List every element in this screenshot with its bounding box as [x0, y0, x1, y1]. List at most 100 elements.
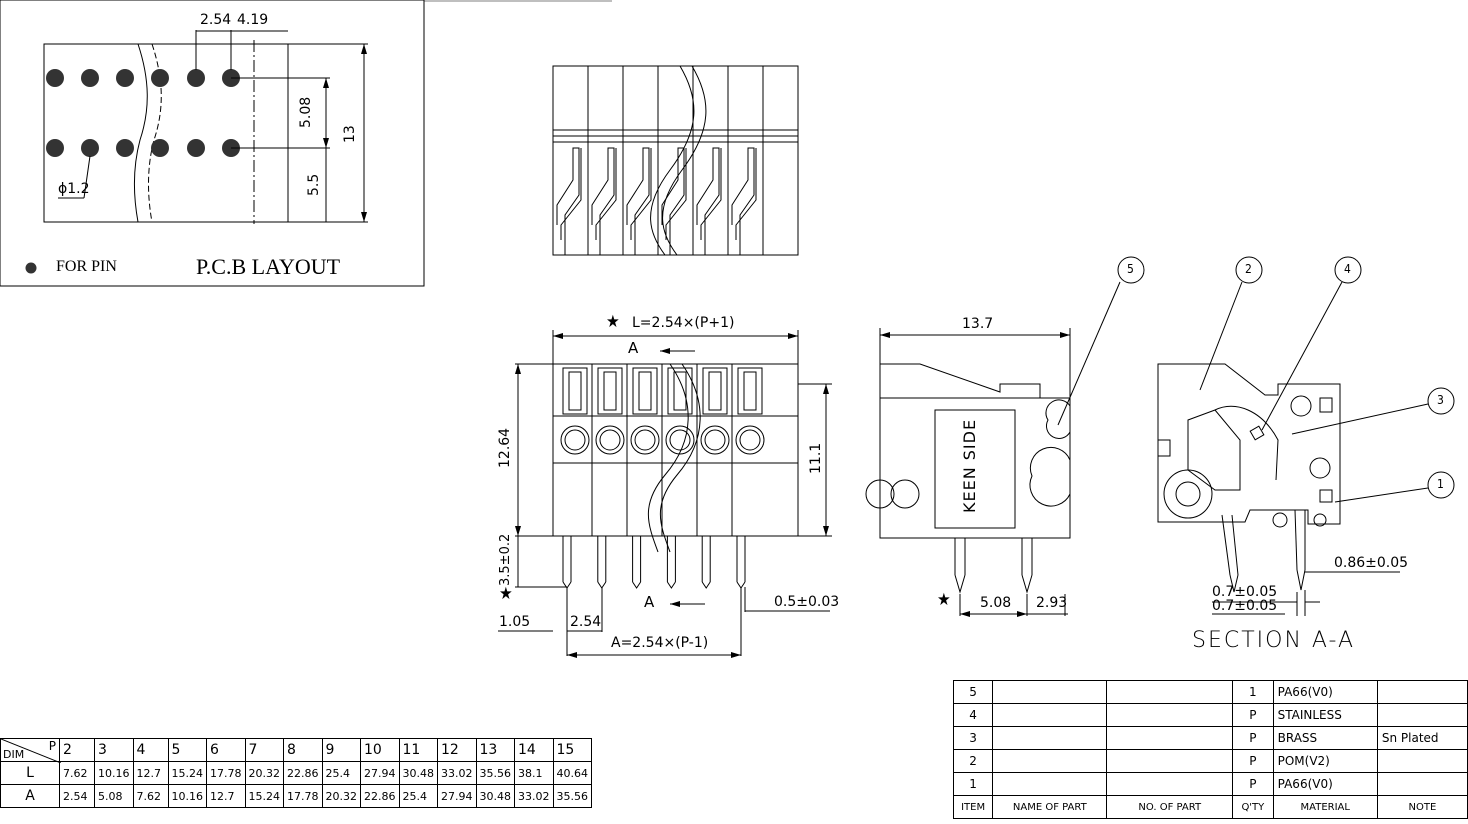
- pcb-hole: [116, 139, 134, 157]
- dimension-value: 38.1: [514, 761, 554, 785]
- pcb-layout-title: P.C.B LAYOUT: [196, 254, 341, 279]
- bom-material: POM(V2): [1272, 749, 1378, 773]
- bom-no: [1106, 703, 1234, 727]
- bom-material: PA66(V0): [1272, 680, 1378, 704]
- bom-header-note: NOTE: [1376, 795, 1468, 819]
- dim-section-b: 0.7±0.05: [1212, 598, 1278, 614]
- front-view-pin: [701, 536, 711, 589]
- top-view: [552, 65, 799, 256]
- pole-count-header: 4: [132, 738, 169, 762]
- bom-material: BRASS: [1272, 726, 1378, 750]
- dim-body-height: 11.1: [808, 442, 824, 474]
- dim-depth: 13.7: [962, 316, 994, 332]
- pcb-hole: [151, 69, 169, 87]
- dim-pcb-bottom: 5.5: [306, 173, 322, 196]
- bom-note: [1376, 772, 1468, 796]
- bom-name: [992, 680, 1108, 704]
- pcb-hole: [187, 139, 205, 157]
- bom-qty: P: [1232, 749, 1274, 773]
- pcb-legend-dot: [25, 262, 37, 274]
- bom-header-material: MATERIAL: [1272, 795, 1378, 819]
- row-label: L: [0, 761, 60, 785]
- dimension-value: 27.94: [360, 761, 400, 785]
- bom-item: 2: [952, 749, 994, 773]
- section-title: SECTION A-A: [1192, 628, 1355, 653]
- bom-material: STAINLESS: [1272, 703, 1378, 727]
- corner-cell: P DIM: [0, 738, 61, 763]
- bom-qty: P: [1232, 703, 1274, 727]
- bom-name: [992, 749, 1108, 773]
- dim-section-a: 0.7±0.05: [1212, 584, 1278, 600]
- callout-3: 3: [1437, 393, 1444, 407]
- bom-item: 4: [952, 703, 994, 727]
- side-label: KEEN SIDE: [960, 418, 979, 513]
- top-view-cell: [692, 66, 722, 255]
- row-label: A: [0, 784, 60, 808]
- dimension-value: 7.62: [59, 761, 95, 785]
- pcb-hole: [81, 69, 99, 87]
- pcb-hole: [46, 69, 64, 87]
- front-view-cell: [591, 364, 625, 536]
- dimension-value: 22.86: [360, 784, 400, 808]
- pole-count-header: 6: [206, 738, 246, 762]
- top-view-cell: [657, 66, 687, 255]
- bom-qty: 1: [1232, 680, 1274, 704]
- bom-item: 5: [952, 680, 994, 704]
- callout-1: 1: [1437, 477, 1444, 491]
- pcb-hole: [187, 69, 205, 87]
- top-view-cell: [587, 66, 617, 255]
- bom-note: [1376, 703, 1468, 727]
- front-view-cell: [626, 364, 660, 536]
- dim-pin-star: ★: [499, 584, 513, 604]
- dimension-value: 10.16: [167, 784, 207, 808]
- dim-pin-offset: 1.05: [499, 614, 531, 630]
- dim-pcb-overall-height: 13: [342, 125, 358, 143]
- dimension-value: 15.24: [167, 761, 207, 785]
- front-view-pin: [666, 536, 676, 589]
- pcb-hole: [81, 139, 99, 157]
- side-view: [865, 328, 1071, 616]
- dimension-value: 7.62: [132, 784, 169, 808]
- pole-count-header: 5: [167, 738, 207, 762]
- pcb-layout-view: [0, 0, 612, 287]
- dimension-value: 30.48: [398, 761, 438, 785]
- dimension-value: 25.4: [398, 784, 438, 808]
- bom-name: [992, 772, 1108, 796]
- front-view: [498, 330, 832, 656]
- bom-note: [1376, 749, 1468, 773]
- dimension-value: 20.32: [321, 784, 361, 808]
- dimension-value: 27.94: [437, 784, 477, 808]
- dim-side-pin-offset: 2.93: [1036, 595, 1068, 611]
- bom-note: Sn Plated: [1376, 726, 1468, 750]
- pole-count-header: 9: [321, 738, 361, 762]
- dim-length-star: ★: [606, 312, 620, 332]
- bom-item: 3: [952, 726, 994, 750]
- dim-pcb-offset: 4.19: [237, 12, 269, 28]
- dim-pin-length: 3.5±0.2: [498, 533, 513, 586]
- dimension-value: 22.86: [283, 761, 323, 785]
- pole-count-header: 10: [360, 738, 400, 762]
- dimension-value: 35.56: [475, 761, 515, 785]
- dim-section-pin-width: 0.86±0.05: [1334, 555, 1409, 571]
- dim-side-star: ★: [937, 590, 951, 610]
- pcb-holes: [46, 69, 240, 157]
- dim-front-pitch: 2.54: [570, 614, 602, 630]
- top-view-cell: [622, 66, 652, 255]
- dimension-value: 35.56: [552, 784, 592, 808]
- dimension-value: 12.7: [206, 784, 246, 808]
- dim-pin-thickness: 0.5±0.03: [774, 594, 840, 610]
- dim-pcb-row-spacing: 5.08: [298, 96, 314, 128]
- pole-count-header: 14: [514, 738, 554, 762]
- bom-no: [1106, 726, 1234, 750]
- corner-p: P: [48, 739, 56, 753]
- bom-material: PA66(V0): [1272, 772, 1378, 796]
- callout-2: 2: [1245, 262, 1252, 276]
- front-view-pin: [562, 536, 572, 589]
- bom-no: [1106, 749, 1234, 773]
